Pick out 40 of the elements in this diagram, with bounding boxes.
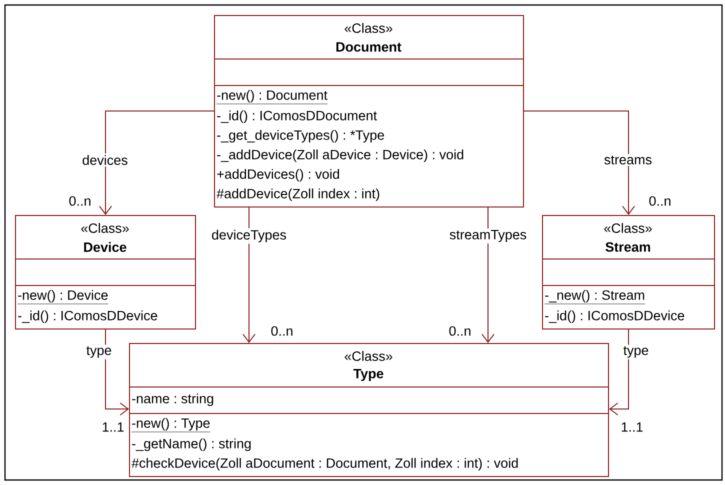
- method-text: -_addDevice(Zoll aDevice : Device) : void: [217, 149, 464, 162]
- stereotype-label: «Class»: [344, 23, 392, 33]
- method-text: -_getName() : string: [132, 438, 251, 452]
- class-name: Stream: [606, 242, 650, 252]
- method-text: -_id() : IComosDDevice: [18, 310, 158, 324]
- method-text: +addDevices() : void: [217, 168, 340, 182]
- stereotype-label: «Class»: [604, 223, 652, 233]
- edge-label: devices: [82, 155, 128, 165]
- class-name: Type: [353, 368, 384, 382]
- association-arrow: [482, 207, 494, 343]
- edge-label: type: [623, 346, 648, 358]
- class-box: [214, 15, 524, 208]
- class-box: [14, 215, 196, 330]
- multiplicity-label: 1..1: [102, 422, 124, 432]
- method-text: -_get_deviceTypes() : *Type: [217, 130, 384, 143]
- association-arrow: [99, 110, 214, 215]
- class-name: Device: [84, 242, 126, 252]
- multiplicity-label: 1..1: [622, 422, 643, 432]
- class-box: [128, 343, 609, 477]
- method-text: #checkDevice(Zoll aDocument : Document, Zoll index : int) : void: [132, 458, 518, 471]
- stereotype-label: «Class»: [81, 223, 129, 233]
- attribute-text: -name : string: [132, 393, 214, 406]
- method-text: -new() : Device: [17, 290, 108, 304]
- association-arrow: [242, 207, 256, 343]
- association-arrow: [105, 329, 129, 416]
- method-text: -new() : Type: [131, 418, 210, 432]
- association-arrow: [609, 329, 629, 416]
- stereotype-label: «Class»: [344, 351, 392, 361]
- edge-label: deviceTypes: [212, 230, 286, 242]
- association-arrow: [524, 110, 635, 215]
- class-name: Document: [336, 42, 402, 52]
- method-text: -_id() : IComosDDocument: [217, 110, 377, 124]
- edge-label: streamTypes: [450, 230, 526, 242]
- method-text: -_new() : Stream: [544, 290, 646, 304]
- method-text: -_id() : IComosDDevice: [545, 310, 684, 324]
- edge-label: streams: [604, 156, 652, 164]
- method-text: #addDevice(Zoll index : int): [216, 188, 380, 202]
- class-box: [542, 215, 715, 330]
- method-text: -new() : Document: [216, 90, 328, 104]
- edge-label: type: [86, 346, 112, 358]
